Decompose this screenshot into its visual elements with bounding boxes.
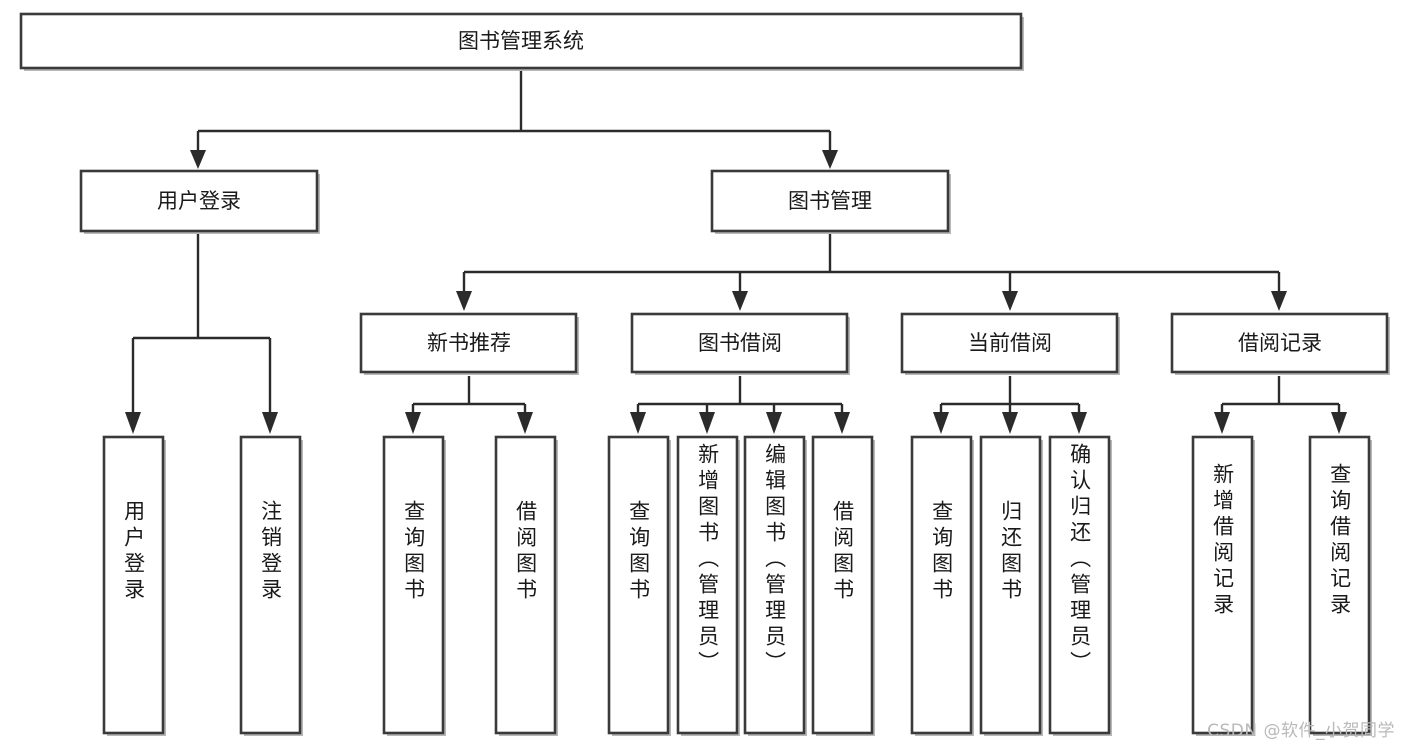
node-borrow-record[interactable] [1170, 312, 1389, 374]
node-layer: 图书管理系统 用户登录 图书管理 新书推荐 图书借阅 当前借阅 借阅记录 [19, 12, 1390, 736]
edge-layer [125, 69, 1347, 434]
arrow-borrow-record [1271, 291, 1287, 311]
arrow-cb-leaf1 [933, 412, 949, 434]
node-leaf-add-book[interactable] [676, 435, 739, 735]
arrow-to-book-manage [822, 150, 838, 169]
root-node-label: 图书管理系统 [458, 29, 584, 53]
node-leaf-return-book[interactable] [979, 435, 1042, 735]
arrow-nb-leaf2 [517, 412, 533, 434]
node-current-borrow[interactable] [900, 312, 1119, 374]
arrow-bb-leaf1 [630, 412, 646, 434]
node-leaf-query-book-3[interactable] [910, 435, 973, 735]
new-book-recommend-label: 新书推荐 [427, 331, 511, 355]
arrow-book-borrow [732, 291, 748, 311]
arrow-cb-leaf2 [1002, 412, 1018, 434]
arrow-br-leaf1 [1214, 412, 1230, 434]
node-leaf-borrow-book-2[interactable] [811, 435, 874, 735]
user-login-label: 用户登录 [157, 189, 241, 213]
node-leaf-confirm-return[interactable] [1048, 435, 1111, 735]
node-new-book-recommend[interactable] [359, 312, 578, 374]
arrow-current-borrow [1002, 291, 1018, 311]
borrow-record-label: 借阅记录 [1238, 331, 1322, 355]
arrow-nb-leaf1 [405, 412, 421, 434]
arrow-new-book-recommend [456, 291, 472, 311]
arrow-bb-leaf4 [834, 412, 850, 434]
arrow-to-user-login [190, 150, 206, 169]
arrow-br-leaf2 [1331, 412, 1347, 434]
node-root[interactable] [19, 12, 1023, 70]
node-leaf-edit-book[interactable] [743, 435, 806, 735]
arrow-leaf-logout [262, 412, 278, 434]
node-leaf-query-record[interactable] [1308, 435, 1371, 735]
node-leaf-borrow-book-1[interactable] [494, 435, 557, 735]
node-leaf-logout-login[interactable] [239, 435, 302, 735]
arrow-cb-leaf3 [1071, 412, 1087, 434]
node-leaf-user-login[interactable] [102, 435, 165, 735]
node-book-borrow[interactable] [630, 312, 849, 374]
csdn-watermark: CSDN @软件_小贺同学 [1207, 721, 1395, 741]
arrow-bb-leaf3 [766, 412, 782, 434]
node-leaf-add-record[interactable] [1191, 435, 1254, 735]
node-leaf-query-book-1[interactable] [382, 435, 445, 735]
book-borrow-label: 图书借阅 [698, 331, 782, 355]
arrow-bb-leaf2 [699, 412, 715, 434]
book-manage-label: 图书管理 [788, 189, 872, 213]
arrow-leaf-user-login [125, 412, 141, 434]
node-user-login[interactable] [79, 169, 319, 233]
node-book-manage[interactable] [710, 169, 950, 233]
current-borrow-label: 当前借阅 [968, 331, 1052, 355]
node-leaf-query-book-2[interactable] [607, 435, 670, 735]
